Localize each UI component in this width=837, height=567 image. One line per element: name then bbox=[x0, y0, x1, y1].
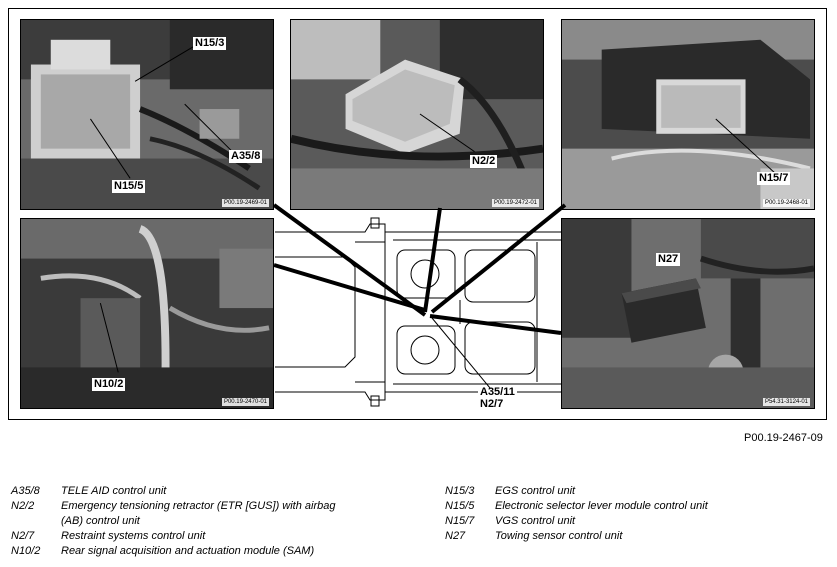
legend-code: N2/7 bbox=[11, 530, 35, 542]
legend-row: N2/2 Emergency tensioning retractor (ETR … bbox=[11, 499, 431, 514]
legend-text: Emergency tensioning retractor (ETR [GUS… bbox=[61, 500, 336, 512]
label-n27: N27 bbox=[656, 253, 681, 266]
photo-airbag-image bbox=[291, 20, 543, 209]
photo-towing-image bbox=[562, 219, 814, 408]
legend-row: N15/3 EGS control unit bbox=[445, 484, 825, 499]
legend-row: N15/7 VGS control unit bbox=[445, 514, 825, 529]
figure-id: P00.19-2467-09 bbox=[744, 432, 823, 444]
legend-text: TELE AID control unit bbox=[61, 485, 167, 497]
label-a35-8: A35/8 bbox=[229, 150, 263, 163]
legend-text: Towing sensor control unit bbox=[495, 530, 623, 542]
legend-text: Rear signal acquisition and actuation mo… bbox=[61, 545, 315, 557]
legend-text: Restraint systems control unit bbox=[61, 530, 206, 542]
photo-ref: P54.31-3124-01 bbox=[762, 398, 810, 406]
photo-towing-sensor: P54.31-3124-01 bbox=[561, 218, 815, 409]
legend-text: VGS control unit bbox=[495, 515, 576, 527]
vehicle-top-view bbox=[275, 217, 561, 407]
legend-code: N15/5 bbox=[445, 500, 475, 512]
label-n2-7: N2/7 bbox=[478, 398, 506, 411]
label-n10-2: N10/2 bbox=[92, 378, 126, 391]
legend-row: A35/8 TELE AID control unit bbox=[11, 484, 431, 499]
legend-left: A35/8 TELE AID control unit N2/2 Emergency… bbox=[11, 484, 431, 559]
legend-right: N15/3 EGS control unit N15/5 Electronic se… bbox=[445, 484, 825, 544]
photo-transmission-area: P00.19-2469-01 bbox=[20, 19, 274, 210]
legend-text: EGS control unit bbox=[495, 485, 576, 497]
legend-row: N2/7 Restraint systems control unit bbox=[11, 529, 431, 544]
label-n2-2: N2/2 bbox=[470, 155, 498, 168]
photo-transmission-image bbox=[21, 20, 273, 209]
photo-vgs-image bbox=[562, 20, 814, 209]
photo-ref: P00.19-2472-01 bbox=[491, 199, 539, 207]
legend-code: A35/8 bbox=[11, 485, 40, 497]
legend-row: (AB) control unit bbox=[11, 514, 431, 529]
legend-code: N15/3 bbox=[445, 485, 475, 497]
label-n15-3: N15/3 bbox=[193, 37, 227, 50]
legend-code: N27 bbox=[445, 530, 466, 542]
legend-code: N10/2 bbox=[11, 545, 41, 557]
label-a35-11: A35/11 bbox=[478, 386, 517, 399]
photo-rear-sam: P00.19-2470-01 bbox=[20, 218, 274, 409]
photo-ref: P00.19-2470-01 bbox=[221, 398, 269, 406]
legend-code bbox=[11, 514, 61, 529]
label-n15-5: N15/5 bbox=[112, 180, 146, 193]
photo-ref: P00.19-2469-01 bbox=[221, 199, 269, 207]
photo-airbag-unit: P00.19-2472-01 bbox=[290, 19, 544, 210]
photo-vgs-unit: P00.19-2468-01 bbox=[561, 19, 815, 210]
legend-code: N2/2 bbox=[11, 500, 35, 512]
legend-row: N27 Towing sensor control unit bbox=[445, 529, 825, 544]
legend-code: N15/7 bbox=[445, 515, 475, 527]
legend-text: Electronic selector lever module control… bbox=[495, 500, 708, 512]
legend-text: (AB) control unit bbox=[61, 515, 140, 527]
legend-row: N10/2 Rear signal acquisition and actuati… bbox=[11, 544, 431, 559]
photo-rear-sam-image bbox=[21, 219, 273, 408]
photo-ref: P00.19-2468-01 bbox=[762, 199, 810, 207]
legend-row: N15/5 Electronic selector lever module co… bbox=[445, 499, 825, 514]
label-n15-7: N15/7 bbox=[757, 172, 791, 185]
